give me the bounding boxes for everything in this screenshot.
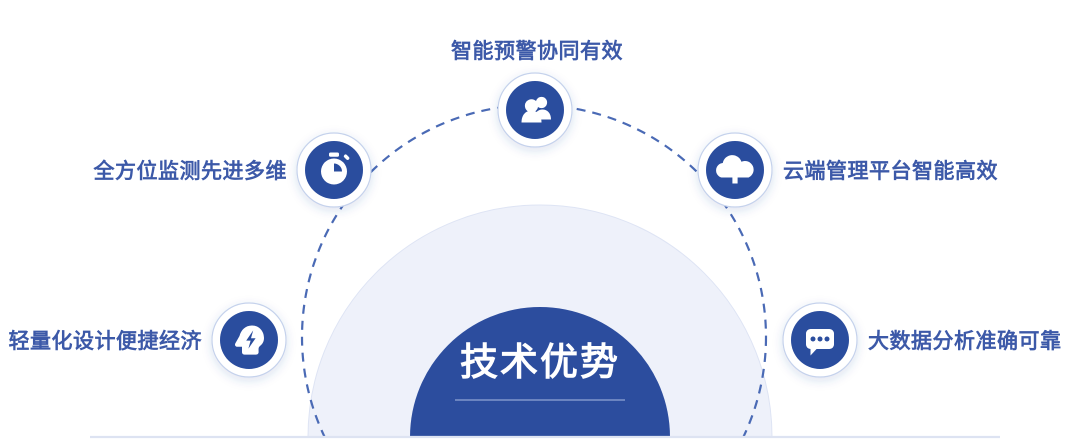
ring-band-outer-edge	[307, 204, 773, 437]
node-lightweight-badge[interactable]	[211, 302, 287, 378]
node-cloud-badge[interactable]	[697, 132, 773, 208]
node-bigdata-label: 大数据分析准确可靠	[868, 329, 1062, 353]
node-monitoring-badge[interactable]	[296, 132, 372, 208]
cloud-upload-icon	[716, 155, 754, 184]
chat-bubble-icon	[806, 329, 834, 356]
node-lightweight[interactable]: 轻量化设计便捷经济	[9, 302, 287, 378]
users-group-icon	[521, 96, 551, 123]
center-dome	[410, 307, 670, 437]
node-alert[interactable]: 智能预警协同有效	[451, 39, 623, 148]
node-monitoring-label: 全方位监测先进多维	[93, 159, 288, 183]
page-title: 技术优势	[460, 342, 620, 384]
stopwatch-icon	[321, 152, 350, 185]
node-lightweight-label: 轻量化设计便捷经济	[9, 329, 203, 353]
node-cloud-label: 云端管理平台智能高效	[783, 159, 998, 183]
head-bolt-icon	[235, 325, 264, 355]
node-bigdata[interactable]: 大数据分析准确可靠	[782, 302, 1062, 378]
node-alert-label: 智能预警协同有效	[451, 39, 623, 63]
node-monitoring[interactable]: 全方位监测先进多维	[93, 132, 372, 208]
node-alert-badge[interactable]	[497, 72, 573, 148]
node-bigdata-badge[interactable]	[782, 302, 858, 378]
node-cloud[interactable]: 云端管理平台智能高效	[697, 132, 998, 208]
center-dome-group	[410, 307, 670, 437]
